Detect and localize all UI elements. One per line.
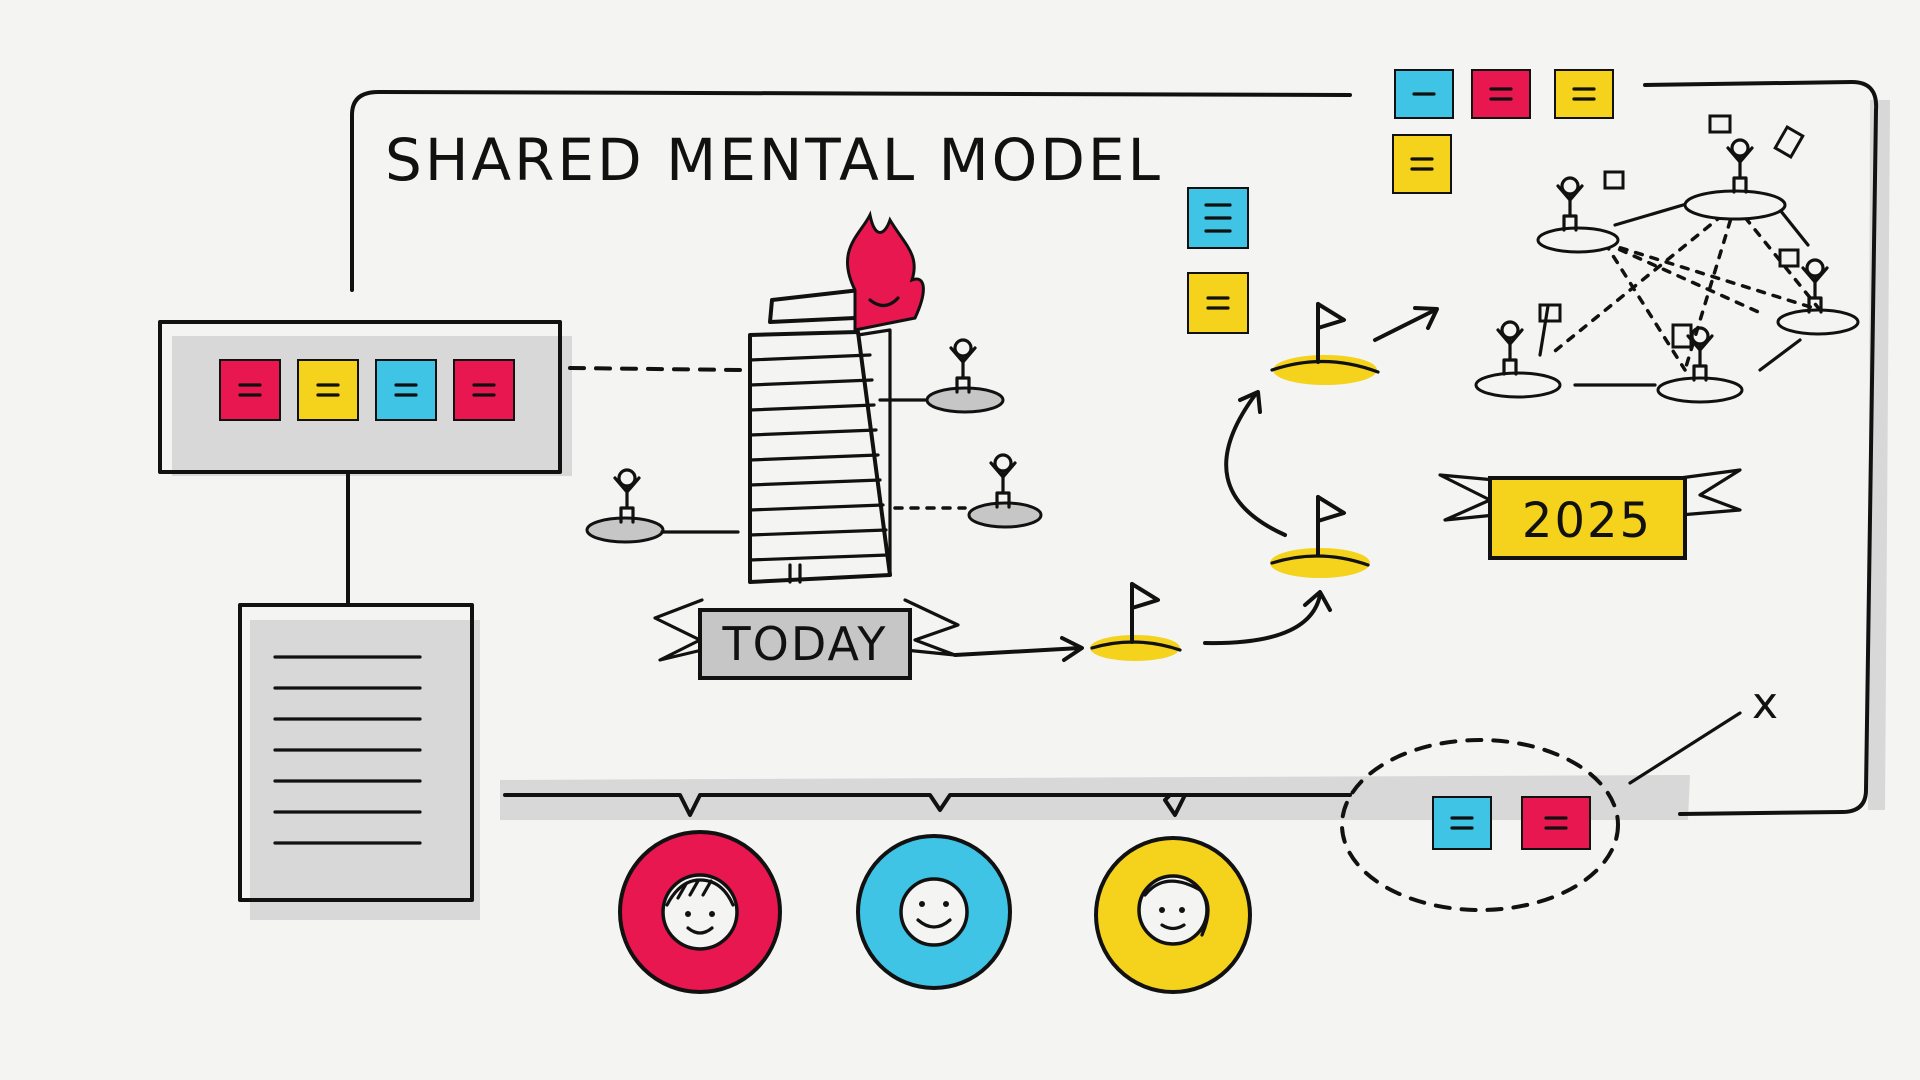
left-board xyxy=(158,320,562,474)
person-island-top-right xyxy=(925,338,1005,414)
main-frame xyxy=(350,80,1879,817)
path-arrow xyxy=(953,636,1084,662)
sticky-note-yellow xyxy=(1554,69,1614,119)
top-right-notes xyxy=(1392,69,1614,194)
left-board-notes xyxy=(219,359,515,421)
document-shadow xyxy=(250,620,480,920)
network-person xyxy=(1656,323,1744,404)
today-label: TODAY xyxy=(722,617,888,671)
year-banner: 2025 xyxy=(1438,468,1742,560)
today-banner: TODAY xyxy=(653,598,960,680)
sticky-note-yellow xyxy=(297,359,359,421)
sticky-note-cyan xyxy=(1432,796,1492,850)
avatar-pink xyxy=(618,830,782,994)
year-label: 2025 xyxy=(1522,493,1652,549)
sticky-note-yellow xyxy=(1392,134,1452,194)
avatar-yellow xyxy=(1094,836,1252,994)
network-person xyxy=(1536,170,1625,254)
person-island-left xyxy=(585,468,665,544)
sticky-note-pink xyxy=(1471,69,1531,119)
path-arrow xyxy=(1203,590,1332,646)
dashed-group: x xyxy=(1340,678,1778,912)
sticky-note-pink xyxy=(219,359,281,421)
document xyxy=(238,603,474,902)
sticky-note-pink xyxy=(453,359,515,421)
path-arrow-curve xyxy=(1224,390,1287,537)
avatar-cyan xyxy=(856,834,1012,990)
sticky-note-cyan xyxy=(375,359,437,421)
person-with-ponytail-icon xyxy=(1143,879,1210,937)
fire-icon xyxy=(846,210,925,332)
network-person xyxy=(1474,303,1562,399)
path-arrow xyxy=(1373,306,1439,342)
person-island-right xyxy=(967,453,1043,529)
page-title: SHARED MENTAL MODEL xyxy=(385,126,1163,194)
board-to-building-link xyxy=(568,366,744,372)
person-with-bangs-icon xyxy=(665,878,735,935)
middle-notes xyxy=(1187,187,1249,334)
sticky-note-pink xyxy=(1521,796,1591,850)
frame-shadow xyxy=(500,775,1690,820)
network-person xyxy=(1776,248,1860,336)
milestone-flag-2 xyxy=(1270,495,1370,578)
cross-mark: x xyxy=(1752,678,1778,729)
smiling-face-icon xyxy=(916,901,952,929)
team-network xyxy=(1474,114,1860,404)
milestone-flag-1 xyxy=(1090,582,1182,661)
document-lines xyxy=(273,655,422,845)
network-person xyxy=(1683,114,1805,221)
sticky-note-yellow xyxy=(1187,272,1249,334)
milestone-flag-3 xyxy=(1270,302,1380,385)
office-building-icon xyxy=(748,288,892,584)
